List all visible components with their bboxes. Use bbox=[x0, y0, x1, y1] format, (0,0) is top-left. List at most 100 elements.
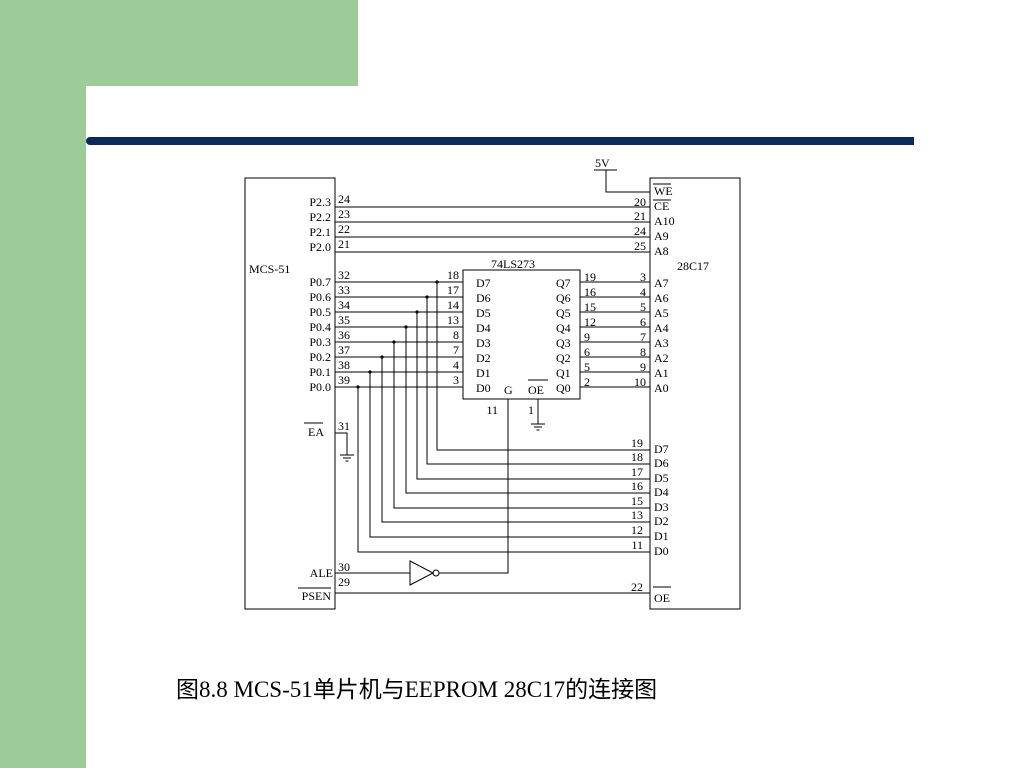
latch-pin-number: 14 bbox=[447, 298, 459, 312]
latch-input-label: D5 bbox=[476, 306, 491, 320]
mcu-pin-number: 33 bbox=[338, 283, 350, 297]
eeprom-oe-label: OE bbox=[654, 591, 670, 605]
eeprom-pin-number: 21 bbox=[634, 209, 646, 223]
eeprom-pin-number: 8 bbox=[640, 345, 646, 359]
eeprom-pin-number: 11 bbox=[631, 538, 643, 552]
mcu-ea-label: EA bbox=[308, 425, 324, 439]
data-bus-wire bbox=[436, 282, 650, 451]
mcu-pin-number: 29 bbox=[338, 575, 350, 589]
supply-label: 5V bbox=[595, 156, 610, 170]
latch-pin-number: 15 bbox=[584, 300, 596, 314]
mcu-port0-label: P0.6 bbox=[309, 290, 331, 304]
latch-input-label: D4 bbox=[476, 321, 491, 335]
latch-input-label: D2 bbox=[476, 351, 491, 365]
eeprom-pin-number: 9 bbox=[640, 360, 646, 374]
mcu-name: MCS-51 bbox=[249, 262, 290, 276]
eeprom-pin-number: 15 bbox=[631, 494, 643, 508]
data-bus-wire bbox=[381, 357, 650, 523]
wires bbox=[335, 169, 650, 594]
eeprom-data-label: D4 bbox=[654, 485, 669, 499]
ea-ground-wire bbox=[335, 432, 348, 455]
latch-output-label: Q5 bbox=[556, 306, 571, 320]
latch-output-label: Q4 bbox=[556, 321, 571, 335]
inverter-gate bbox=[409, 560, 435, 586]
eeprom-pin-number: 3 bbox=[640, 270, 646, 284]
latch-input-label: D1 bbox=[476, 366, 491, 380]
mcu-port0-label: P0.3 bbox=[309, 335, 331, 349]
latch-pin-number: 9 bbox=[584, 330, 590, 344]
latch-pin-number: 12 bbox=[584, 315, 596, 329]
chips bbox=[244, 177, 741, 610]
latch-g-label: G bbox=[504, 383, 513, 397]
eeprom-address-label: A6 bbox=[654, 291, 669, 305]
eeprom-address-label: A5 bbox=[654, 306, 669, 320]
eeprom-pin-number: 22 bbox=[631, 580, 643, 594]
latch-chip bbox=[462, 269, 581, 400]
mcu-pin-number: 37 bbox=[338, 343, 350, 357]
latch-pin-number: 2 bbox=[584, 375, 590, 389]
data-bus-wire bbox=[393, 342, 650, 509]
latch-input-label: D3 bbox=[476, 336, 491, 350]
latch-pin-number: 16 bbox=[584, 285, 596, 299]
mcu-chip bbox=[244, 177, 336, 610]
eeprom-pin-number: 7 bbox=[640, 330, 646, 344]
latch-pin-number: 1 bbox=[528, 403, 534, 417]
latch-pin-number: 5 bbox=[584, 360, 590, 374]
eeprom-upper-label: A8 bbox=[654, 244, 669, 258]
eeprom-pin-number: 17 bbox=[631, 465, 643, 479]
eeprom-upper-label: A9 bbox=[654, 229, 669, 243]
eeprom-address-label: A4 bbox=[654, 321, 669, 335]
latch-output-label: Q3 bbox=[556, 336, 571, 350]
eeprom-pin-number: 20 bbox=[634, 195, 646, 209]
data-bus-wire bbox=[369, 372, 650, 538]
mcu-pin-number: 24 bbox=[338, 192, 350, 206]
eeprom-name: 28C17 bbox=[677, 259, 709, 273]
mcu-port0-label: P0.7 bbox=[309, 275, 331, 289]
latch-output-label: Q2 bbox=[556, 351, 571, 365]
latch-pin-number: 17 bbox=[447, 283, 459, 297]
eeprom-address-label: A0 bbox=[654, 381, 669, 395]
eeprom-data-label: D1 bbox=[654, 529, 669, 543]
mcu-pin-number: 36 bbox=[338, 328, 350, 342]
latch-pin-number: 13 bbox=[447, 313, 459, 327]
eeprom-pin-number: 24 bbox=[634, 224, 646, 238]
eeprom-upper-label: A10 bbox=[654, 214, 675, 228]
data-bus-wire bbox=[405, 327, 650, 494]
mcu-port0-label: P0.4 bbox=[309, 320, 331, 334]
eeprom-pin-number: 12 bbox=[631, 523, 643, 537]
mcu-pin-number: 23 bbox=[338, 207, 350, 221]
eeprom-pin-number: 19 bbox=[631, 436, 643, 450]
eeprom-chip bbox=[649, 177, 741, 610]
mcu-port0-label: P0.0 bbox=[309, 380, 331, 394]
latch-pin-number: 11 bbox=[486, 403, 498, 417]
latch-input-label: D6 bbox=[476, 291, 491, 305]
latch-oe-label: OE bbox=[528, 383, 544, 397]
background-band-top bbox=[0, 0, 358, 86]
mcu-pin-number: 35 bbox=[338, 313, 350, 327]
latch-input-label: D7 bbox=[476, 276, 491, 290]
eeprom-data-label: D3 bbox=[654, 500, 669, 514]
eeprom-address-label: A7 bbox=[654, 276, 669, 290]
latch-pin-number: 18 bbox=[447, 268, 459, 282]
eeprom-data-label: D0 bbox=[654, 544, 669, 558]
eeprom-data-label: D2 bbox=[654, 514, 669, 528]
mcu-port2-label: P2.2 bbox=[309, 210, 331, 224]
latch-pin-number: 3 bbox=[453, 373, 459, 387]
mcu-pin-number: 32 bbox=[338, 268, 350, 282]
background-band-left bbox=[0, 86, 86, 768]
eeprom-upper-label: CE bbox=[654, 199, 669, 213]
eeprom-pin-number: 25 bbox=[634, 239, 646, 253]
latch-pin-number: 7 bbox=[453, 343, 459, 357]
mcu-port2-label: P2.0 bbox=[309, 240, 331, 254]
mcu-pin-number: 38 bbox=[338, 358, 350, 372]
latch-pin-number: 19 bbox=[584, 270, 596, 284]
eeprom-data-label: D7 bbox=[654, 442, 669, 456]
mcu-pin-number: 21 bbox=[338, 237, 350, 251]
mcu-pin-number: 31 bbox=[338, 419, 350, 433]
mcu-ale-label: ALE bbox=[310, 566, 333, 580]
figure-caption: 图8.8 MCS-51单片机与EEPROM 28C17的连接图 bbox=[176, 677, 658, 702]
data-bus-wire bbox=[416, 312, 650, 480]
eeprom-pin-number: 18 bbox=[631, 450, 643, 464]
